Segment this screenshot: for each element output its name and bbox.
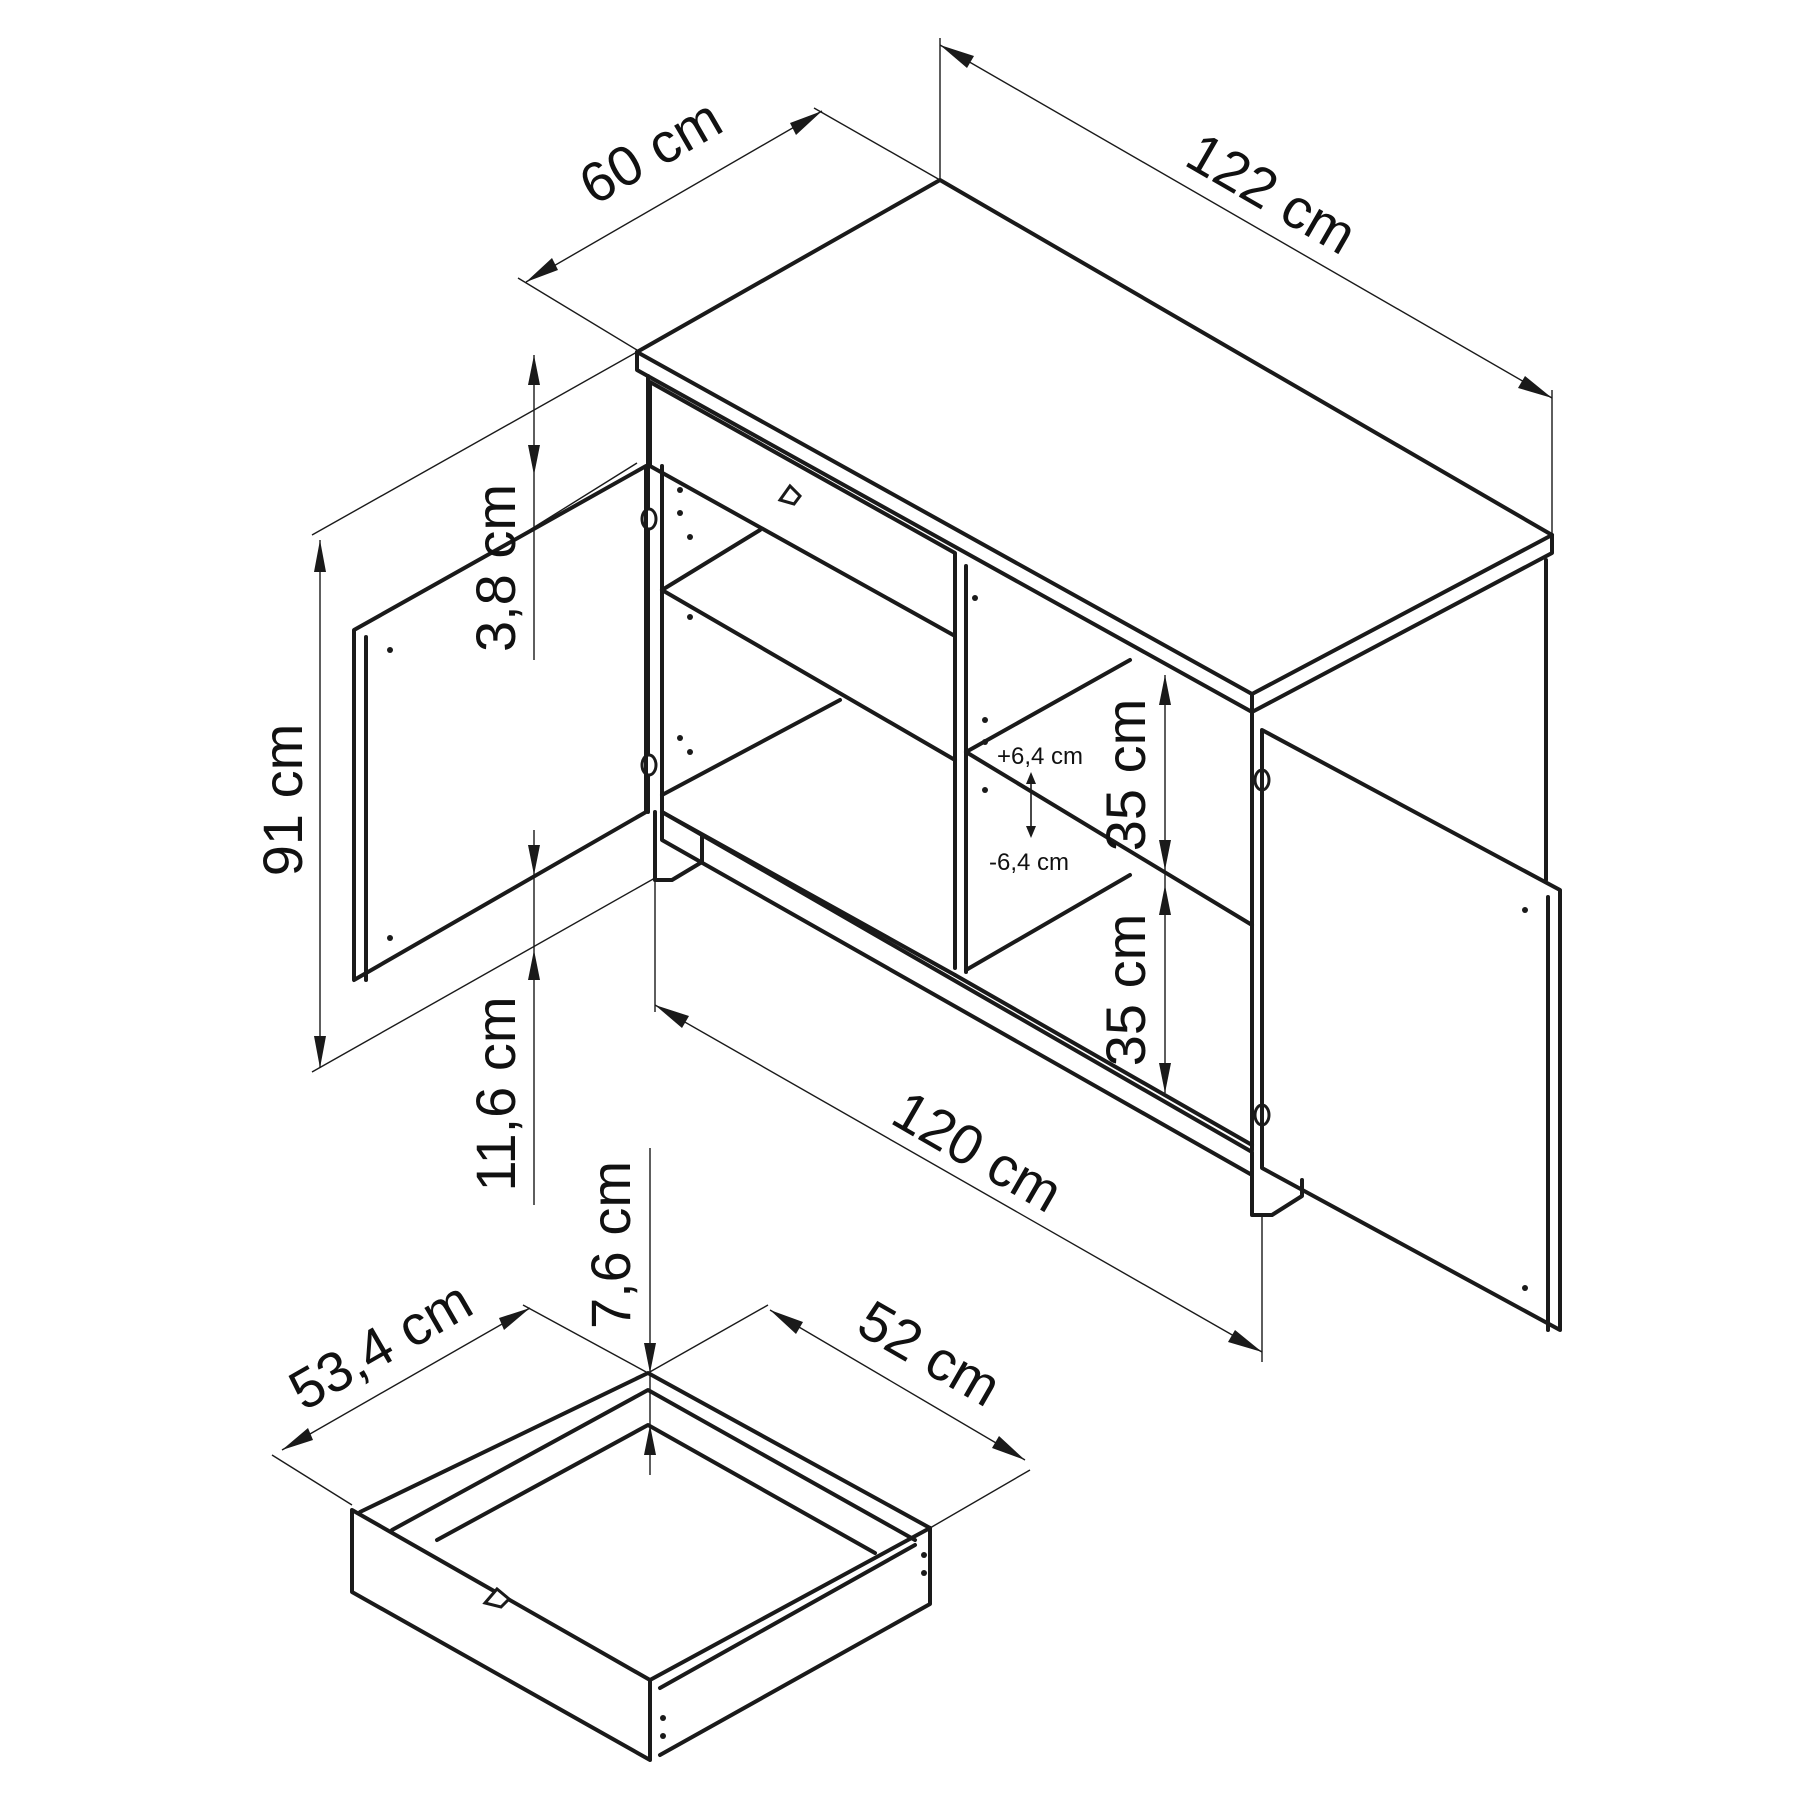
label-drawer-depth: 52 cm	[848, 1288, 1012, 1419]
right-bottom-back	[964, 873, 1132, 972]
left-door	[352, 464, 648, 982]
cabinet-top-surface	[635, 178, 1554, 696]
dimension-lines	[271, 38, 1553, 1529]
drawer	[350, 1371, 932, 1762]
drawer-front-closed	[648, 380, 957, 638]
label-drawer-width: 53,4 cm	[278, 1268, 482, 1422]
drawer-bottom	[435, 1423, 877, 1555]
left-shelf-upper-front	[660, 588, 957, 762]
drawer-right-side	[648, 1526, 932, 1757]
drawer-handle	[482, 1586, 512, 1609]
label-plinth-height: 11,6 cm	[464, 996, 527, 1191]
label-compartment-lower: 35 cm	[1094, 914, 1157, 1067]
left-shelf-lower	[660, 698, 842, 797]
label-drawer-height: 7,6 cm	[579, 1161, 642, 1329]
label-width-top: 122 cm	[1176, 120, 1367, 266]
drawer-front-panel	[350, 1508, 652, 1762]
right-foot	[1250, 1163, 1304, 1217]
shelf-pin-holes	[677, 487, 988, 793]
drawer-knob	[777, 483, 802, 506]
cabinet-top-edge	[635, 350, 1554, 714]
right-door	[1260, 728, 1562, 1332]
right-bottom-front	[953, 973, 1254, 1147]
label-shelf-adjust-down: -6,4 cm	[989, 849, 1069, 876]
right-shelf-middle-front	[964, 750, 1254, 927]
label-height-total: 91 cm	[251, 724, 314, 877]
right-shelf-middle	[964, 658, 1132, 754]
dimension-labels: 60 cm 122 cm 3,8 cm 91 cm 11,6 cm 120 cm…	[251, 86, 1367, 1422]
drawer-left-inner	[390, 1388, 917, 1542]
label-depth-top: 60 cm	[568, 86, 732, 217]
label-top-thickness: 3,8 cm	[464, 484, 527, 652]
label-shelf-adjust-up: +6,4 cm	[997, 743, 1083, 770]
left-shelf-upper	[660, 528, 762, 592]
label-compartment-upper: 35 cm	[1094, 699, 1157, 852]
left-foot	[653, 810, 704, 882]
drawer-right-inner	[658, 1543, 917, 1690]
